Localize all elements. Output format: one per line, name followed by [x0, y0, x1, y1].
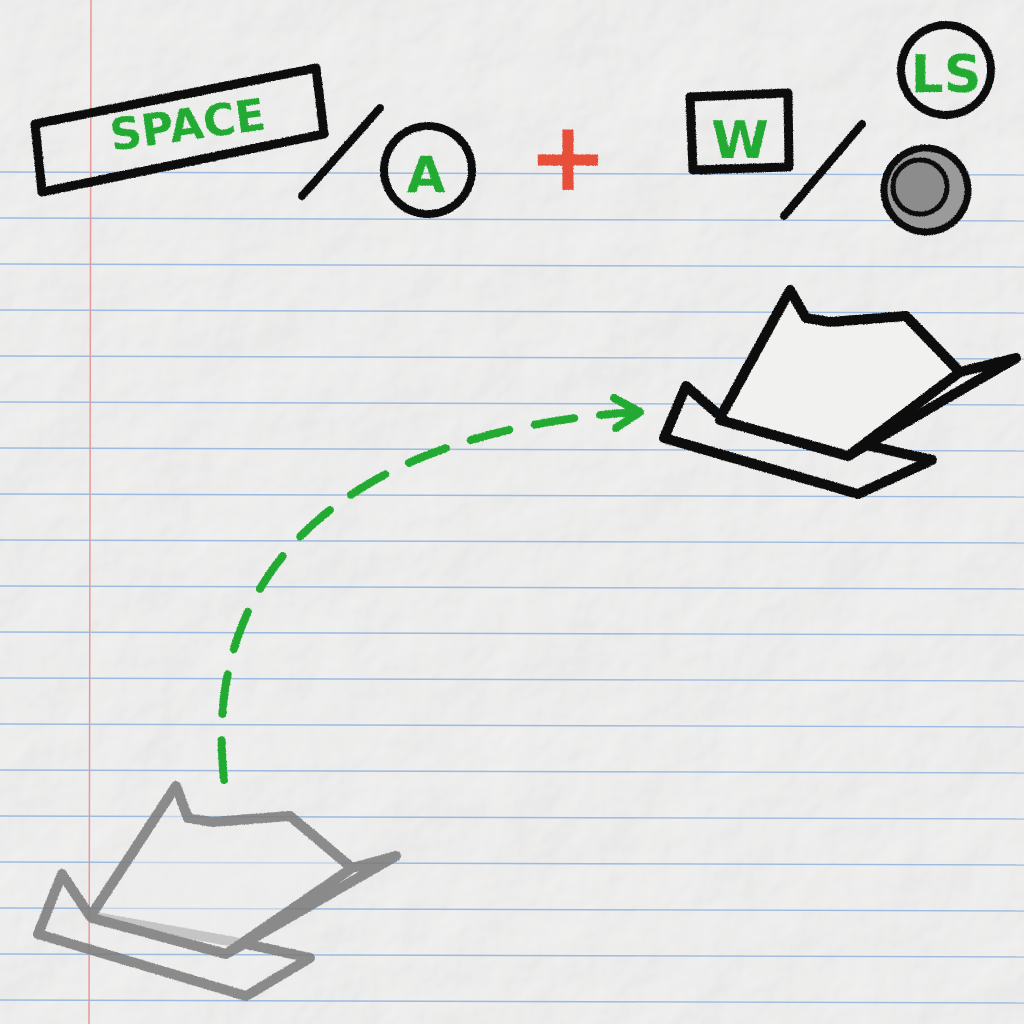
dashed-arc-arrow-icon	[217, 394, 644, 784]
space-key-icon	[30, 63, 329, 197]
ruled-line	[0, 539, 1024, 544]
or-separator	[298, 104, 384, 200]
ruled-line	[0, 263, 1024, 268]
ruled-line	[0, 309, 1024, 314]
space-key-hint: SPACE	[30, 63, 329, 197]
ls-badge-icon	[897, 21, 995, 119]
a-button-hint: A	[380, 122, 476, 218]
w-key-icon	[685, 88, 794, 175]
ruled-line	[0, 677, 1024, 682]
ruled-line	[0, 585, 1024, 590]
ruled-line	[0, 769, 1024, 774]
ruled-line	[0, 171, 1024, 176]
ruled-line	[0, 631, 1024, 636]
ruled-line	[0, 953, 1024, 958]
or-separator-2	[780, 120, 866, 220]
w-key-hint: W	[685, 88, 794, 175]
ruled-line	[0, 217, 1024, 222]
ls-label: LS	[911, 45, 982, 105]
ruled-line	[0, 723, 1024, 728]
analog-stick-icon	[880, 144, 972, 236]
ruled-line	[0, 999, 1024, 1004]
paper-boat-ghost-icon	[33, 781, 401, 1001]
a-button-icon	[380, 122, 476, 218]
left-stick-hint: LS	[880, 21, 995, 236]
margin-line	[88, 0, 92, 1024]
a-button-label: A	[407, 146, 446, 204]
w-key-label: W	[711, 111, 768, 171]
paper-boat-icon	[659, 285, 1021, 499]
plus-sign: +	[528, 101, 608, 213]
